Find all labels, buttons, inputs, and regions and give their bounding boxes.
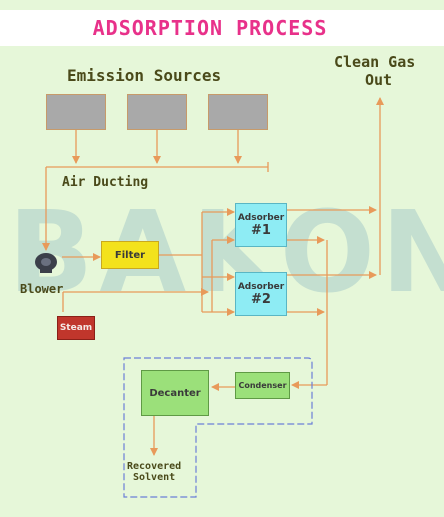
decanter-label: Decanter — [149, 387, 201, 399]
filter-block: Filter — [101, 241, 159, 269]
recovered-label-1: Recovered — [127, 461, 182, 472]
condenser-label: Condenser — [238, 381, 287, 390]
adsorber-1-number: #1 — [251, 222, 271, 238]
recovery-boundary — [123, 357, 313, 498]
air-ducting-label: Air Ducting — [62, 175, 149, 190]
blower-icon — [35, 253, 57, 273]
emission-sources-label: Emission Sources — [67, 66, 222, 85]
page-title: ADSORPTION PROCESS — [92, 16, 328, 40]
adsorber-2-label: Adsorber — [237, 281, 285, 292]
clean-gas-label-2: Out — [365, 71, 393, 89]
clean-gas-label-1: Clean Gas — [334, 53, 416, 71]
blower-label: Blower — [20, 282, 64, 296]
steam-label: Steam — [59, 323, 93, 333]
filter-label: Filter — [114, 249, 146, 261]
emission-source-block-3 — [208, 94, 268, 130]
condenser-block: Condenser — [235, 372, 290, 399]
adsorber-1-block: Adsorber #1 — [235, 203, 287, 247]
emission-source-block-2 — [127, 94, 187, 130]
adsorber-2-block: Adsorber #2 — [235, 272, 287, 316]
recovered-label-2: Solvent — [133, 472, 176, 483]
emission-source-block-1 — [46, 94, 106, 130]
adsorber-1-label: Adsorber — [237, 212, 285, 223]
steam-block: Steam — [57, 316, 95, 340]
title-bar: ADSORPTION PROCESS — [0, 10, 444, 46]
adsorber-2-number: #2 — [251, 291, 271, 307]
decanter-block: Decanter — [141, 370, 209, 416]
